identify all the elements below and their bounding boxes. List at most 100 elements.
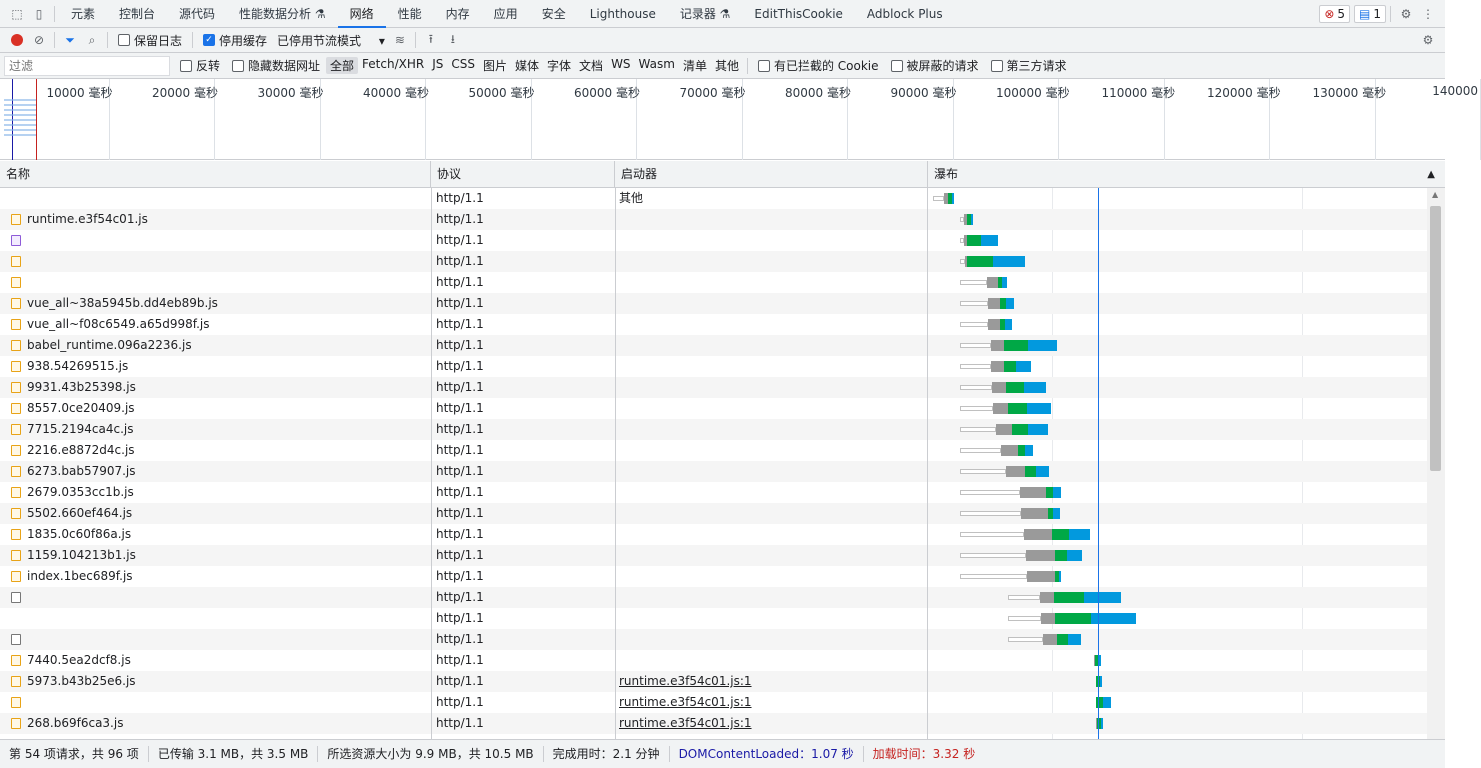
import-har-icon[interactable]: ⭱ <box>428 31 433 46</box>
panel-tab[interactable]: 安全 <box>541 6 566 21</box>
resource-type-filter[interactable]: 媒体 <box>515 59 540 73</box>
checkbox-box-checked[interactable]: ✓ <box>203 34 216 46</box>
table-row[interactable]: http/1.1 <box>0 587 1427 608</box>
table-row[interactable]: http/1.1 <box>0 608 1427 629</box>
scroll-up-arrow-icon[interactable]: ▲ <box>1432 190 1439 199</box>
third-party-checkbox[interactable]: 第三方请求 <box>990 57 1067 74</box>
resource-type-filter[interactable]: 全部 <box>326 57 359 74</box>
initiator-link[interactable]: runtime.e3f54c01.js:1 <box>619 674 752 688</box>
throttling-select[interactable]: 已停用节流模式 ▾ <box>277 33 385 48</box>
panel-tab[interactable]: 元素 <box>71 6 96 21</box>
filter-icon[interactable]: ⏷ <box>65 32 75 47</box>
panel-tab[interactable]: 性能数据分析 ⚗ <box>239 6 326 21</box>
request-name[interactable]: 9931.43b25398.js <box>27 380 136 394</box>
more-options-icon[interactable]: ⋮ <box>1422 6 1434 21</box>
record-icon[interactable] <box>6 29 28 51</box>
panel-tab[interactable]: 控制台 <box>119 6 156 21</box>
request-name[interactable]: 938.54269515.js <box>27 359 129 373</box>
blocked-cookies-checkbox[interactable]: 有已拦截的 Cookie <box>757 57 879 74</box>
request-name[interactable]: vue_all~38a5945b.dd4eb89b.js <box>27 296 218 310</box>
resource-type-filter[interactable]: WS <box>611 57 631 71</box>
request-name[interactable]: 7440.5ea2dcf8.js <box>27 653 131 667</box>
resource-type-filter[interactable]: 图片 <box>483 59 508 73</box>
resource-type-filter[interactable]: Wasm <box>638 57 675 71</box>
request-name[interactable] <box>27 188 427 209</box>
search-icon[interactable]: ⌕ <box>88 32 96 47</box>
vertical-scrollbar[interactable]: ▲ <box>1427 188 1445 739</box>
panel-tab[interactable]: 性能 <box>397 6 422 21</box>
column-header-waterfall[interactable]: 瀑布▲ <box>928 161 1445 188</box>
invert-checkbox[interactable]: 反转 <box>180 57 220 74</box>
request-name[interactable]: runtime.e3f54c01.js <box>27 212 148 226</box>
resource-type-filter[interactable]: Fetch/XHR <box>362 57 425 71</box>
panel-tab[interactable]: EditThisCookie <box>754 6 843 21</box>
request-name[interactable]: 5502.660ef464.js <box>27 506 133 520</box>
request-name[interactable] <box>27 251 427 272</box>
panel-tab[interactable]: 网络 <box>337 0 386 28</box>
request-name[interactable] <box>27 608 427 629</box>
request-name[interactable]: 6273.bab57907.js <box>27 464 136 478</box>
panel-tab[interactable]: 内存 <box>445 6 470 21</box>
resource-type-filter[interactable]: 清单 <box>682 59 707 73</box>
network-settings-gear-icon[interactable]: ⚙ <box>1422 33 1434 47</box>
inspect-element-icon[interactable]: ⬚ <box>11 6 23 21</box>
errors-badge[interactable]: ⊗5 <box>1319 4 1351 23</box>
resource-type-filter[interactable]: 字体 <box>547 59 572 73</box>
request-name[interactable]: 2679.0353cc1b.js <box>27 485 134 499</box>
scrollbar-thumb[interactable] <box>1430 206 1441 471</box>
network-conditions-icon[interactable]: ≋ <box>394 33 405 47</box>
resource-type-filter[interactable]: CSS <box>451 57 475 71</box>
checkbox-box[interactable] <box>990 59 1003 72</box>
disable-cache-checkbox[interactable]: ✓停用缓存 <box>203 32 267 49</box>
resource-type-filter[interactable]: 文档 <box>579 59 604 73</box>
resource-type-filter[interactable]: JS <box>432 57 444 71</box>
initiator-link[interactable]: runtime.e3f54c01.js:1 <box>619 695 752 709</box>
panel-tab[interactable]: Adblock Plus <box>866 6 943 21</box>
checkbox-box[interactable] <box>232 59 245 72</box>
request-name[interactable]: 268.b69f6ca3.js <box>27 716 124 730</box>
blocked-requests-checkbox[interactable]: 被屏蔽的请求 <box>890 57 979 74</box>
device-toolbar-icon[interactable]: ▯ <box>35 6 43 21</box>
request-name[interactable]: vue_all~f08c6549.a65d998f.js <box>27 317 210 331</box>
request-name[interactable]: 5973.b43b25e6.js <box>27 674 136 688</box>
panel-tab[interactable]: 源代码 <box>179 6 216 21</box>
request-name[interactable] <box>27 587 427 608</box>
export-har-icon[interactable]: ⭳ <box>450 31 455 46</box>
settings-gear-icon[interactable]: ⚙ <box>1400 6 1412 21</box>
request-name[interactable] <box>27 692 427 713</box>
request-name[interactable]: babel_runtime.096a2236.js <box>27 338 192 352</box>
panel-tab[interactable]: Lighthouse <box>589 6 656 21</box>
request-name[interactable]: index.1bec689f.js <box>27 569 133 583</box>
checkbox-box[interactable] <box>890 59 903 72</box>
request-name[interactable]: 1835.0c60f86a.js <box>27 527 132 541</box>
panel-tab[interactable]: 应用 <box>493 6 518 21</box>
request-name[interactable]: 1159.104213b1.js <box>27 548 136 562</box>
request-name[interactable] <box>27 629 427 650</box>
initiator-link[interactable]: runtime.e3f54c01.js:1 <box>619 716 752 730</box>
table-row[interactable]: http/1.1 <box>0 251 1427 272</box>
table-row[interactable]: http/1.1 <box>0 272 1427 293</box>
request-name[interactable]: 2216.e8872d4c.js <box>27 443 135 457</box>
column-header-name[interactable]: 名称 <box>0 161 431 188</box>
request-name[interactable]: 8557.0ce20409.js <box>27 401 135 415</box>
checkbox-box[interactable] <box>757 59 770 72</box>
column-header-initiator[interactable]: 启动器 <box>615 161 928 188</box>
column-header-protocol[interactable]: 协议 <box>431 161 615 188</box>
